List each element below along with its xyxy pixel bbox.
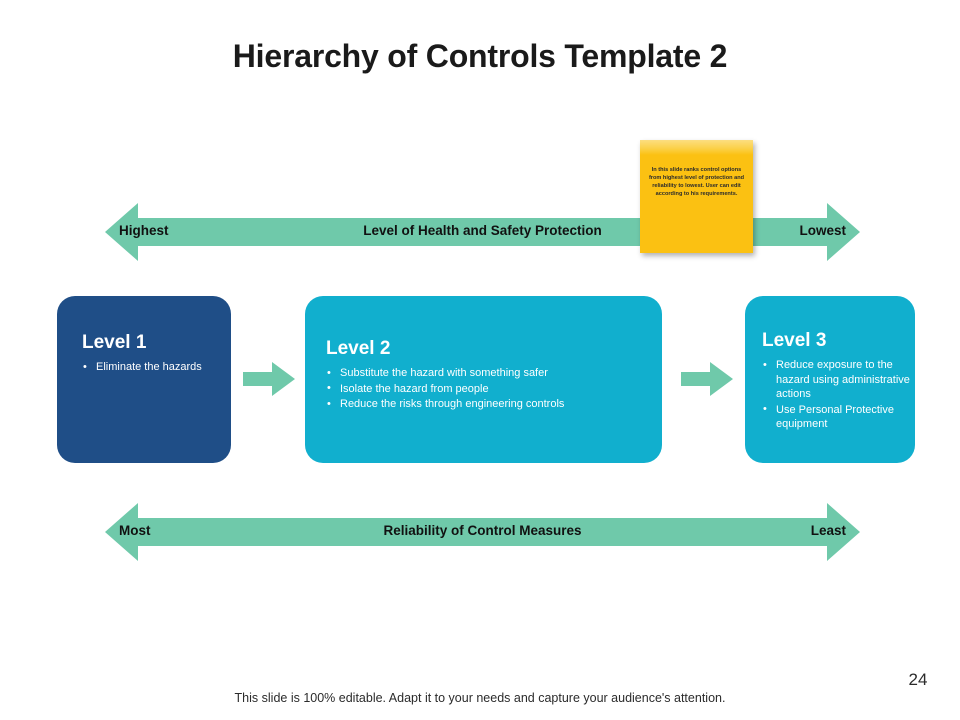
level-2-bullets: Substitute the hazard with something saf… [326, 366, 656, 412]
list-item: Use Personal Protective equipment [762, 402, 912, 432]
level-1-card[interactable]: Level 1 Eliminate the hazards [57, 296, 231, 463]
list-item: Substitute the hazard with something saf… [326, 366, 656, 381]
level-2-card[interactable]: Level 2 Substitute the hazard with somet… [305, 296, 662, 463]
double-arrow-shape-icon [105, 203, 860, 261]
sticky-note-tape [640, 140, 753, 155]
arrow-right-icon [681, 362, 733, 396]
band-top-left-label: Highest [119, 223, 169, 238]
page-title: Hierarchy of Controls Template 2 [232, 38, 728, 74]
band-bottom-center-label: Reliability of Control Measures [383, 523, 582, 538]
footer-note: This slide is 100% editable. Adapt it to… [234, 691, 726, 705]
band-top-right-label: Lowest [799, 223, 846, 238]
level-2-title: Level 2 [326, 338, 391, 359]
sticky-note-text: In this slide ranks control options from… [648, 167, 745, 198]
level-1-title: Level 1 [82, 332, 147, 353]
level-3-card[interactable]: Level 3 Reduce exposure to the hazard us… [745, 296, 915, 463]
page-number: 24 [908, 670, 928, 689]
band-bottom-left-label: Most [119, 523, 151, 538]
level-3-bullets: Reduce exposure to the hazard using admi… [762, 358, 912, 432]
sticky-note-body [640, 140, 753, 253]
band-health-safety-protection: Highest Level of Health and Safety Prote… [105, 202, 860, 262]
list-item: Reduce the risks through engineering con… [326, 397, 656, 412]
level-3-title: Level 3 [762, 330, 827, 351]
sticky-note[interactable]: In this slide ranks control options from… [640, 140, 753, 253]
level-1-bullets: Eliminate the hazards [82, 360, 212, 375]
double-arrow-shape-icon [105, 503, 860, 561]
band-top-center-label: Level of Health and Safety Protection [363, 223, 602, 238]
band-reliability-of-control-measures: Most Reliability of Control Measures Lea… [105, 502, 860, 562]
band-bottom-right-label: Least [810, 523, 846, 538]
list-item: Isolate the hazard from people [326, 381, 656, 397]
list-item: Eliminate the hazards [82, 360, 212, 375]
arrow-right-icon [243, 362, 295, 396]
list-item: Reduce exposure to the hazard using admi… [762, 358, 912, 402]
